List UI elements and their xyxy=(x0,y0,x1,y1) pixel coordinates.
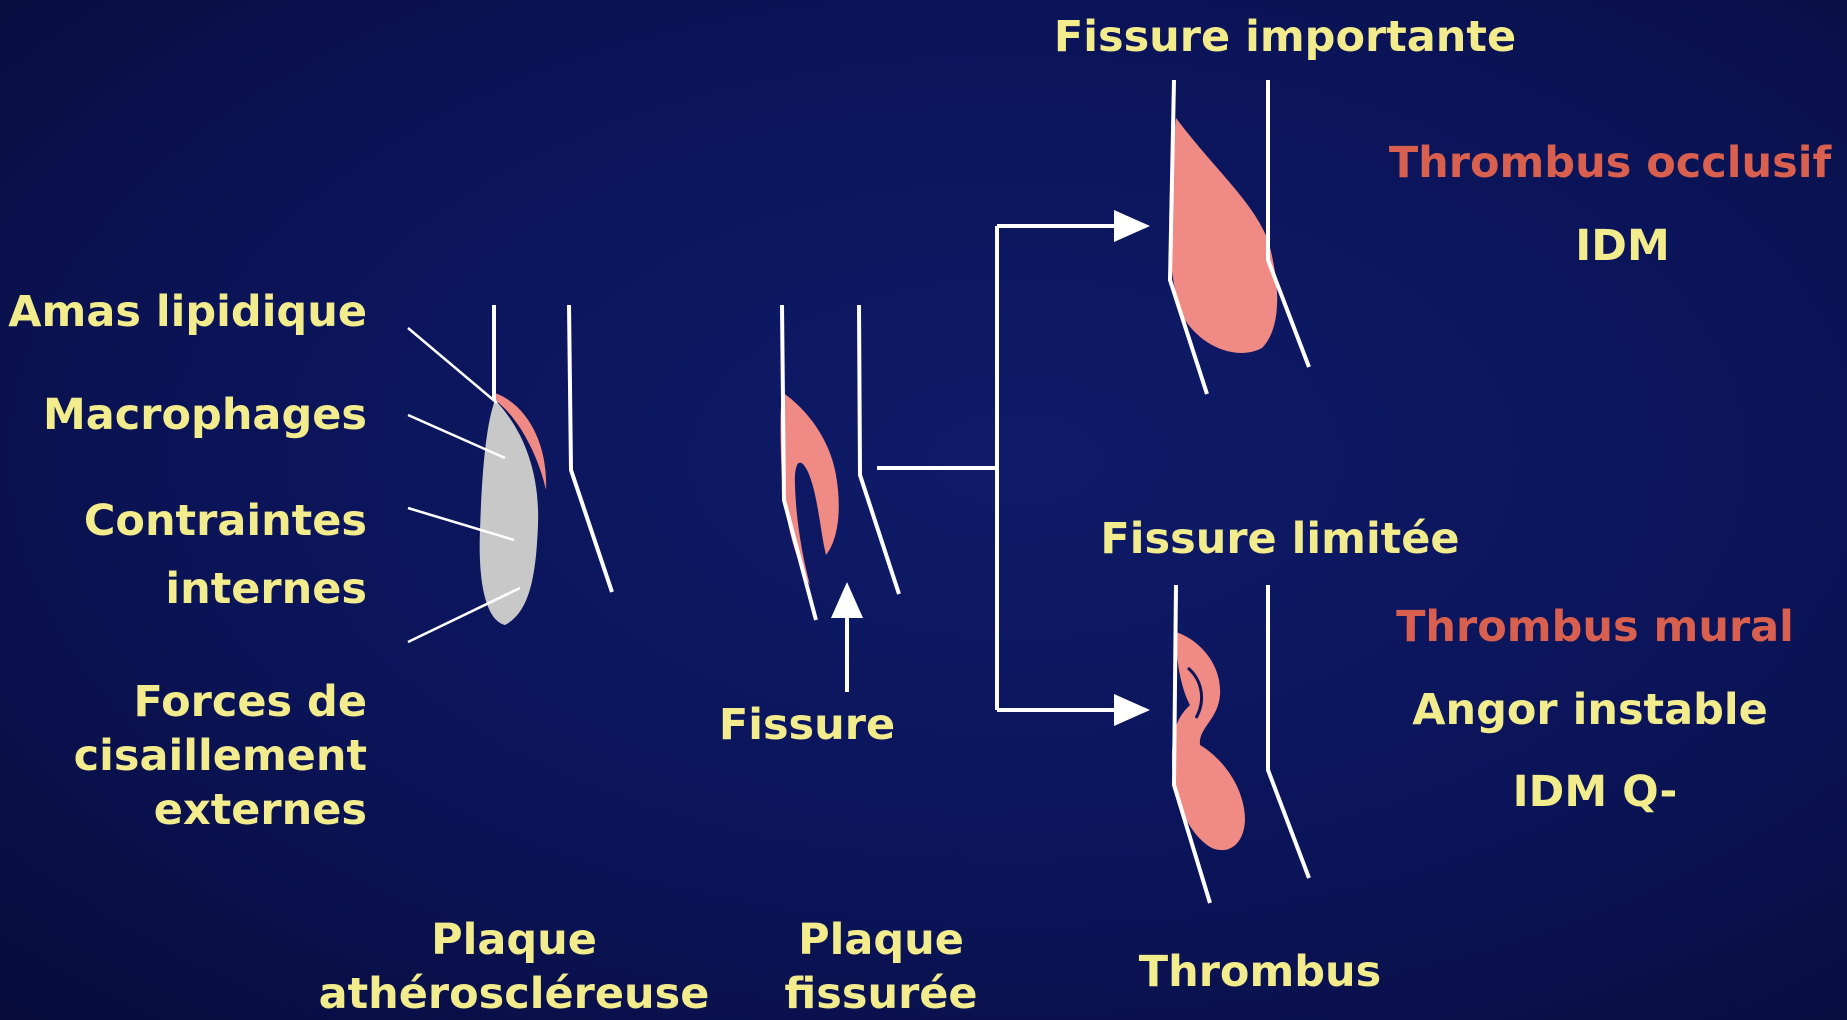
branch-connector xyxy=(877,226,1142,710)
label-contraintes: Contraintes xyxy=(84,499,367,544)
title-fissure-importante: Fissure importante xyxy=(1040,15,1530,60)
label-idm: IDM xyxy=(1535,224,1710,269)
fissured-right-wall xyxy=(859,305,899,594)
label-forces-de: Forces de xyxy=(133,680,367,725)
label-cisaillement: cisaillement xyxy=(74,734,367,779)
label-thrombus-occlusif: Thrombus occlusif xyxy=(1385,141,1835,186)
caption-plaque-2: Plaque xyxy=(756,918,1006,963)
vessel-atherosclerotic-plaque xyxy=(408,305,612,642)
vessel-fissured-plaque xyxy=(781,305,900,692)
caption-plaque-1: Plaque xyxy=(314,918,714,963)
label-thrombus-mural: Thrombus mural xyxy=(1385,605,1805,650)
leader-amas-lipidique xyxy=(408,328,497,403)
label-amas-lipidique: Amas lipidique xyxy=(8,290,367,335)
label-internes: internes xyxy=(165,567,367,612)
vessel-occlusive-thrombus xyxy=(1169,80,1309,394)
caption-atherosclereuse: athéroscléreuse xyxy=(314,972,714,1017)
label-macrophages: Macrophages xyxy=(43,393,367,438)
title-fissure-limitee: Fissure limitée xyxy=(1080,517,1480,562)
label-fissure: Fissure xyxy=(707,703,907,748)
vessel-right-wall xyxy=(569,305,612,592)
caption-thrombus: Thrombus xyxy=(1110,950,1410,995)
caption-fissuree: fissurée xyxy=(756,972,1006,1017)
label-externes: externes xyxy=(154,788,367,833)
fissured-plaque-tissue xyxy=(781,392,839,585)
label-idm-q: IDM Q- xyxy=(1470,770,1720,815)
occlusive-thrombus xyxy=(1169,118,1277,353)
label-angor-instable: Angor instable xyxy=(1400,688,1780,733)
mural-right-wall xyxy=(1268,585,1309,878)
vessel-mural-thrombus xyxy=(1172,585,1309,903)
